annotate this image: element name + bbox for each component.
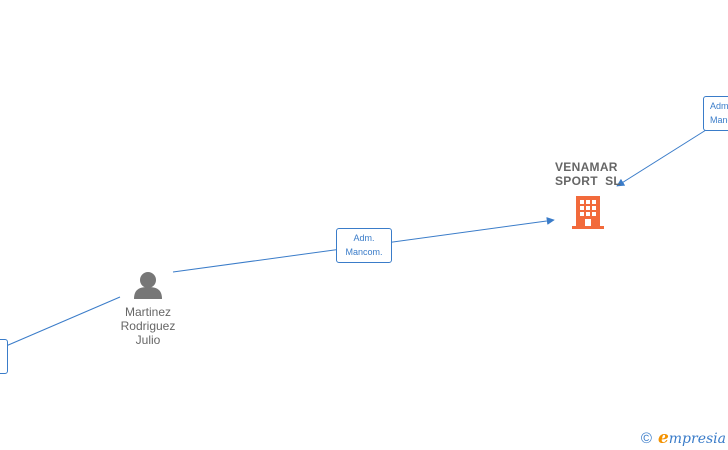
person-name-line3: Julio [135,333,161,347]
company-name-line1: VENAMAR [555,160,618,174]
copyright-icon: © [640,429,652,447]
company-name-line2: SPORT SL [555,174,622,188]
person-name-line1: Martinez [124,305,171,319]
brand-footer: © empresia [641,428,726,448]
brand-logo: empresia [657,428,726,448]
edge-label-adm-mancom: Adm. Mancom. [336,228,392,263]
edge-left-to-person [5,296,121,347]
edge-label-line1: Adm. [710,101,728,111]
edge-label-line2: Mancom. [345,247,383,257]
edge-label-left [0,339,8,374]
edge-label-top-right: Adm. Manc. [703,96,728,131]
company-name[interactable]: VENAMAR SPORT SL [555,160,621,188]
person-name-line2: Rodriguez [120,319,176,333]
edge-label-line1: Adm. [353,233,375,243]
edge-topright-to-company [616,129,707,187]
edge-label-line2: Manc. [710,115,728,125]
person-name[interactable]: Martinez Rodriguez Julio [98,305,198,347]
person-icon [134,272,162,299]
building-icon [572,196,604,229]
